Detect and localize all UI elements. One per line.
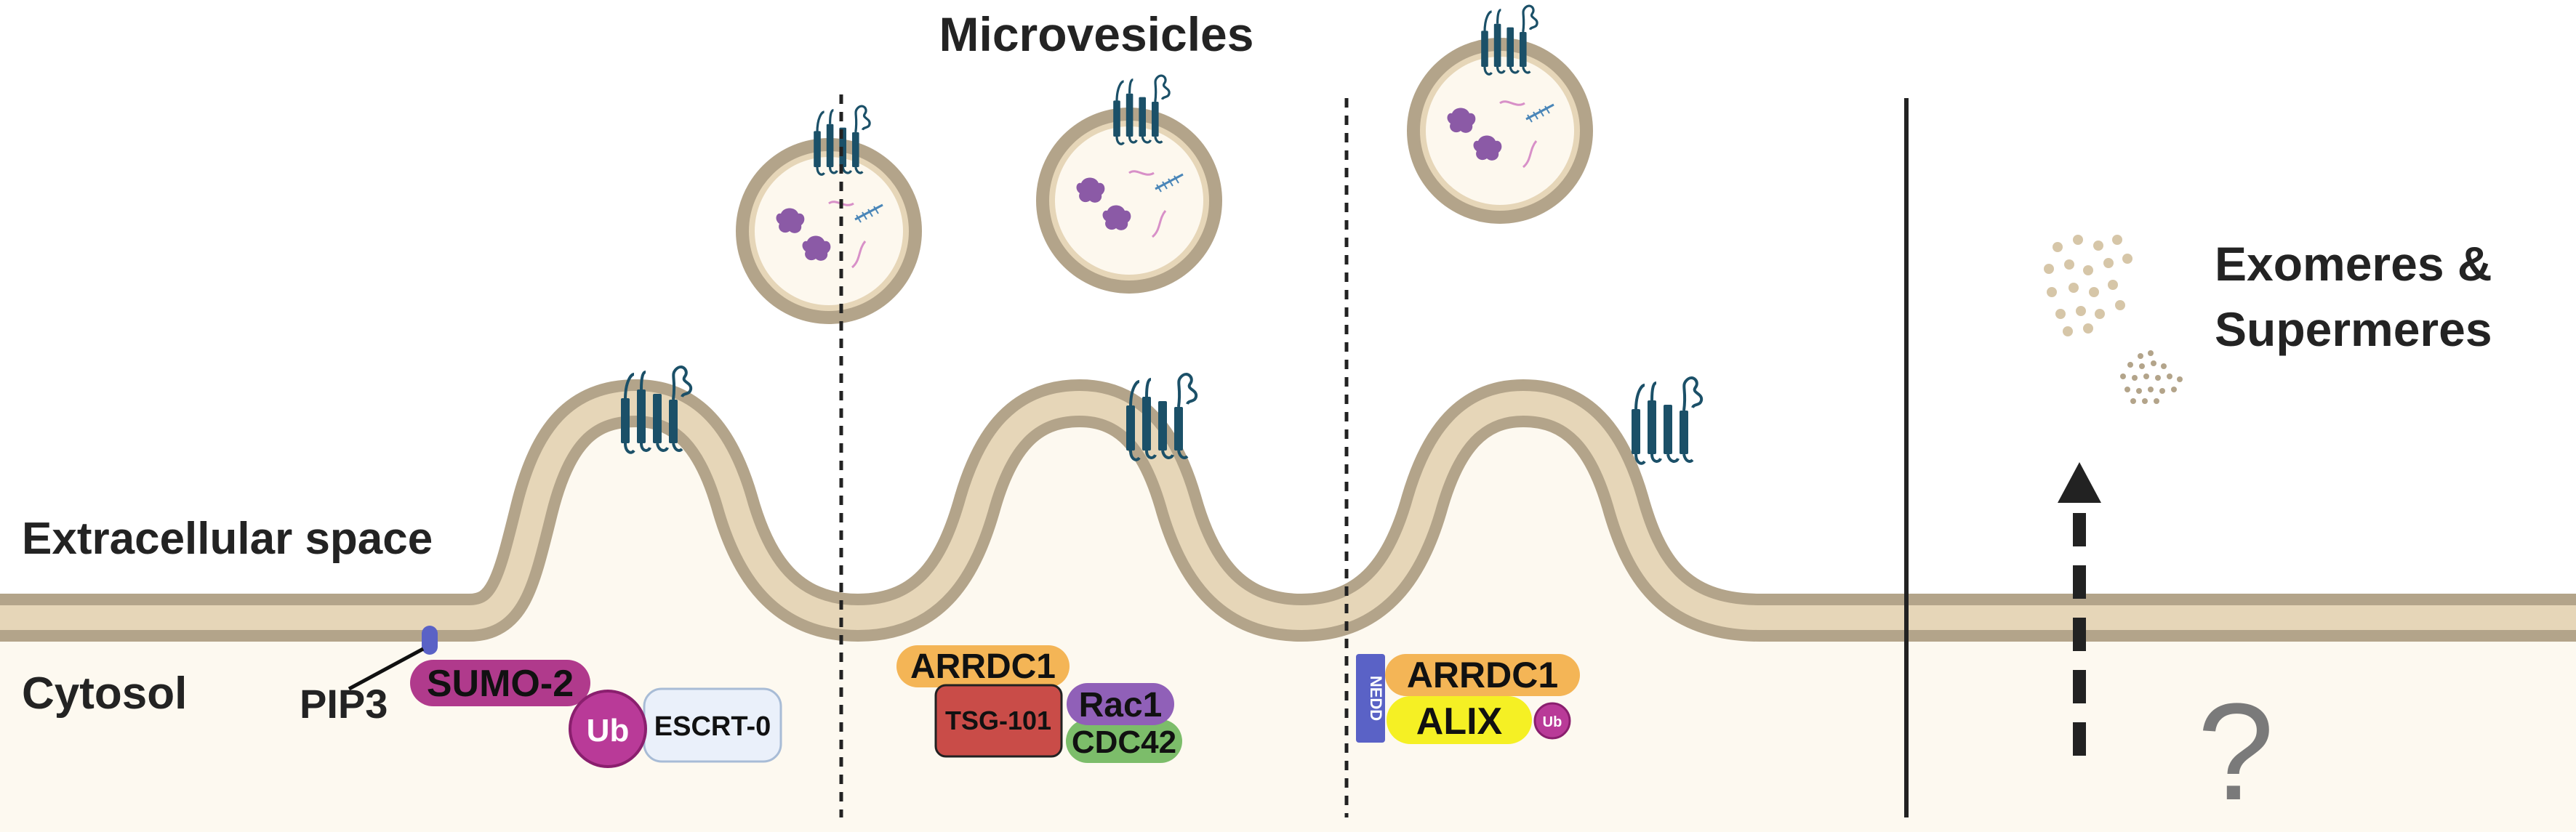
alix-pill [1387, 696, 1532, 744]
arrdc1-label-2: ARRDC1 [1407, 655, 1558, 695]
plasma-membrane [0, 379, 2576, 642]
cytosol-label: Cytosol [22, 669, 187, 719]
ub-label-1: Ub [587, 713, 630, 748]
arrdc1-label-1: ARRDC1 [910, 647, 1056, 686]
cytosol-upper-fill [0, 403, 2576, 639]
pip3-label: PIP3 [300, 681, 388, 727]
pathway-1: PIP3 SUMO-2 ESCRT-0 Ub [300, 626, 782, 768]
ub-label-2: Ub [1543, 714, 1562, 730]
ubiquitin-circle-1 [569, 690, 647, 768]
release-arrow [2058, 462, 2101, 756]
sumo2-label: SUMO-2 [427, 663, 574, 705]
pathway-2: ARRDC1 CDC42 Rac1 TSG-101 [896, 645, 1182, 763]
exomeres-title-line1: Exomeres & [2215, 237, 2492, 291]
alix-label: ALIX [1416, 700, 1503, 743]
cytosol-area [0, 639, 2576, 832]
pip3-marker [422, 626, 438, 655]
rac1-pill [1067, 683, 1174, 725]
cdc42-pill [1066, 719, 1182, 763]
tsg101-label: TSG-101 [945, 706, 1051, 735]
extracellular-label: Extracellular space [22, 514, 433, 564]
arrdc1-pill-2 [1385, 654, 1580, 696]
cdc42-label: CDC42 [1072, 724, 1176, 760]
vesicle-3 [1407, 4, 1593, 224]
vesicle-1 [736, 105, 922, 324]
vesicle-2 [1036, 74, 1222, 294]
unknown-mechanism-mark: ? [2197, 675, 2274, 829]
tsg101-box [934, 684, 1063, 758]
membrane-receptor-3 [1630, 376, 1704, 465]
exomere-particles [2044, 235, 2132, 336]
arrdc1-pill-1 [896, 645, 1070, 687]
diagram-title: Microvesicles [939, 7, 1254, 61]
ubiquitin-circle-2 [1533, 702, 1571, 740]
supermere-particles [2120, 350, 2183, 404]
escrt0-label: ESCRT-0 [654, 711, 771, 742]
exomeres-title-line2: Supermeres [2215, 302, 2492, 356]
nedd-box [1356, 654, 1385, 743]
pathway-3: NEDD ARRDC1 ALIX Ub [1356, 654, 1580, 744]
nedd-label: NEDD [1367, 676, 1385, 721]
membrane-inner-layer [0, 390, 2576, 631]
rac1-label: Rac1 [1079, 686, 1163, 724]
sumo2-pill [410, 660, 590, 706]
